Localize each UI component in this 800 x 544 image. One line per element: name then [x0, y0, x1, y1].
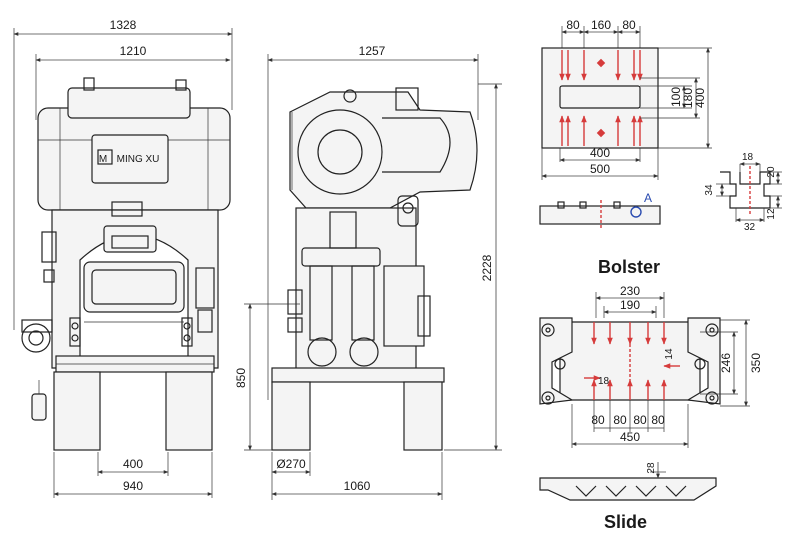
bolster-title: Bolster [598, 257, 660, 277]
slide-dim-450: 450 [620, 430, 640, 444]
bolster-drawing: 80 160 80 [539, 18, 782, 277]
bolster-dim-400-bottom: 400 [590, 146, 610, 160]
detail-marker-label: A [644, 191, 652, 205]
side-view: 1257 2228 [234, 44, 502, 500]
tslot-dim-34: 34 [704, 184, 715, 196]
slide-dim-14: 14 [664, 348, 675, 360]
tslot-dim-18: 18 [742, 152, 754, 163]
slide-dim-pitch-2: 80 [613, 413, 627, 427]
tslot-dim-12: 12 [766, 208, 777, 220]
dim-text-400-front: 400 [123, 457, 143, 471]
bolster-dim-500: 500 [590, 162, 610, 176]
tslot-detail: 18 20 34 12 32 [704, 152, 782, 233]
tslot-dim-20: 20 [766, 166, 777, 178]
dim-text-940: 940 [123, 479, 143, 493]
bolster-dim-80-right: 80 [622, 18, 636, 32]
slide-dim-pitch-1: 80 [591, 413, 605, 427]
logo-mark: M [99, 154, 107, 165]
bolster-dim-80-left: 80 [566, 18, 580, 32]
front-view: 1328 1210 M MING XU [13, 18, 233, 498]
logo-text: MING XU [117, 154, 160, 165]
slide-drawing: 230 190 14 [539, 284, 763, 532]
bolster-dim-100: 100 [669, 87, 683, 107]
bolster-dim-180: 180 [681, 88, 695, 108]
detail-marker-a [630, 206, 642, 218]
dim-text-1210: 1210 [120, 44, 147, 58]
bolster-dim-160: 160 [591, 18, 611, 32]
slide-dim-230: 230 [620, 284, 640, 298]
bolster-dim-400-right: 400 [693, 88, 707, 108]
slide-title: Slide [604, 512, 647, 532]
slide-holes [584, 322, 680, 400]
dim-text-1060: 1060 [344, 479, 371, 493]
dim-text-850: 850 [234, 368, 248, 388]
slide-dim-28: 28 [646, 462, 657, 474]
dim-text-2228: 2228 [480, 254, 494, 281]
slide-dim-pitch-4: 80 [651, 413, 665, 427]
tslot-dim-32: 32 [744, 222, 756, 233]
slide-dim-190: 190 [620, 298, 640, 312]
slide-dim-pitch-3: 80 [633, 413, 647, 427]
slide-dim-246: 246 [719, 353, 733, 373]
slide-dim-350: 350 [749, 353, 763, 373]
dim-text-1328: 1328 [110, 18, 137, 32]
slide-dim-18: 18 [598, 376, 610, 387]
dim-text-diameter: Ø270 [276, 457, 306, 471]
dim-text-1257: 1257 [359, 44, 386, 58]
